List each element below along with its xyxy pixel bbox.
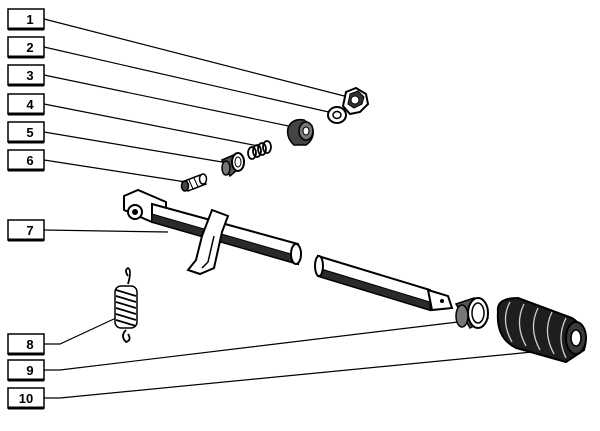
callout-box-7: 7 xyxy=(7,219,45,242)
callout-box-1: 1 xyxy=(7,8,45,31)
callout-box-5: 5 xyxy=(7,121,45,144)
leader-line-1 xyxy=(43,18,353,99)
callout-label-8: 8 xyxy=(26,337,33,352)
callout-box-8: 8 xyxy=(7,333,45,356)
callout-box-6: 6 xyxy=(7,149,45,172)
leader-lines xyxy=(43,18,533,399)
callout-label-10: 10 xyxy=(19,391,33,406)
callout-box-2: 2 xyxy=(7,36,45,59)
pin-part xyxy=(180,173,208,192)
leader-line-4 xyxy=(43,103,259,147)
leader-line-2 xyxy=(43,46,334,114)
leader-line-9 xyxy=(44,321,459,371)
callout-box-9: 9 xyxy=(7,359,45,382)
leader-line-3 xyxy=(43,74,299,129)
callout-label-1: 1 xyxy=(26,12,33,27)
collar-ring-part xyxy=(454,297,490,330)
callout-label-3: 3 xyxy=(26,68,33,83)
leader-line-6 xyxy=(43,159,187,183)
callout-label-7: 7 xyxy=(26,223,33,238)
callout-box-3: 3 xyxy=(7,64,45,87)
extension-spring-part xyxy=(114,266,138,344)
leader-line-10 xyxy=(44,351,533,399)
callout-box-10: 10 xyxy=(7,387,45,410)
small-spring-part xyxy=(247,140,272,160)
callout-label-4: 4 xyxy=(26,97,34,112)
bushing-part xyxy=(286,118,314,146)
leader-line-5 xyxy=(43,131,229,164)
tube-assembly-part xyxy=(123,188,454,312)
callout-label-9: 9 xyxy=(26,363,33,378)
leader-line-8 xyxy=(44,317,117,345)
callout-label-6: 6 xyxy=(26,153,33,168)
callout-label-5: 5 xyxy=(26,125,33,140)
hex-nut-part xyxy=(341,86,370,116)
washer-part xyxy=(327,106,347,124)
callout-label-2: 2 xyxy=(26,40,33,55)
callout-box-4: 4 xyxy=(7,93,45,116)
leader-line-7 xyxy=(43,229,169,233)
bellows-boot-part xyxy=(496,296,587,364)
sleeve-ring-part xyxy=(220,152,245,178)
